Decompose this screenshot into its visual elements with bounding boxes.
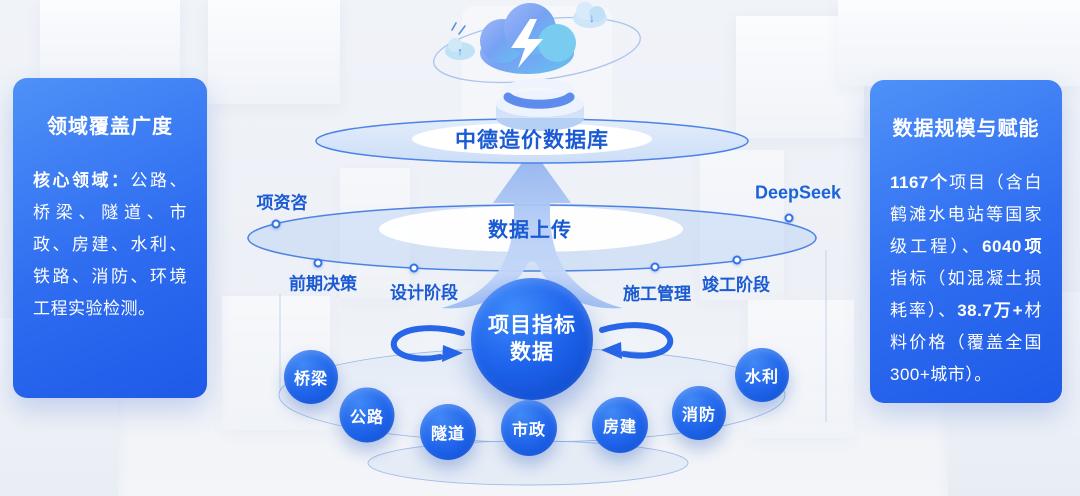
left-panel-title: 领域覆盖广度 xyxy=(47,116,173,138)
bg-block xyxy=(700,150,784,300)
upload-arrow-glyph: ↑ xyxy=(457,46,463,58)
cloud-ai-icon xyxy=(480,3,576,74)
right-panel-text: 指标（如混凝土损耗率）、 xyxy=(890,269,1042,320)
stat-projects: 1167个 xyxy=(890,173,950,192)
stage-label-completion: 竣工阶段 xyxy=(702,275,770,295)
left-panel-body-text: 公路、桥梁、隧道、市政、房建、水利、铁路、消防、环境工程实验检测。 xyxy=(33,171,187,318)
domain-bubble-tunnel: 隧道 xyxy=(420,404,476,460)
domain-bubble-bridge: 桥梁 xyxy=(284,350,338,404)
domain-bubble-building: 房建 xyxy=(592,397,648,453)
domain-bubble-municipal: 市政 xyxy=(501,400,557,456)
center-label-line1: 项目指标 xyxy=(488,314,576,337)
stage-node-dot xyxy=(732,255,742,265)
bg-line xyxy=(279,250,827,422)
stage-node-dot xyxy=(650,262,660,272)
stage-node-dot xyxy=(271,219,281,229)
right-panel-body: 1167个项目（含白鹤滩水电站等国家级工程）、6040项指标（如混凝土损耗率）、… xyxy=(890,167,1042,391)
download-cloud-icon: ↓ xyxy=(573,2,607,28)
bg-block xyxy=(40,0,180,88)
database-white-ellipse xyxy=(412,123,652,155)
download-arrow-glyph: ↓ xyxy=(589,11,595,25)
left-panel-body-label: 核心领域： xyxy=(33,171,131,190)
upload-label: 数据上传 xyxy=(488,219,572,242)
stage-node-dot xyxy=(409,263,419,273)
domain-bubble-water: 水利 xyxy=(735,348,789,402)
up-arrow-icon xyxy=(441,149,623,309)
right-panel-text: 项目（含白鹤滩水电站等国家级工程）、 xyxy=(890,173,1042,256)
right-panel: 数据规模与赋能 1167个项目（含白鹤滩水电站等国家级工程）、6040项指标（如… xyxy=(870,80,1062,403)
domain-bubble-highway: 公路 xyxy=(339,387,395,443)
stage-node-dot xyxy=(784,213,794,223)
left-panel-body: 核心领域：公路、桥梁、隧道、市政、房建、水利、铁路、消防、环境工程实验检测。 xyxy=(33,165,187,325)
right-panel-text: 材料价格（覆盖全国300+城市）。 xyxy=(890,301,1043,384)
left-panel: 领域覆盖广度 核心领域：公路、桥梁、隧道、市政、房建、水利、铁路、消防、环境工程… xyxy=(13,78,207,398)
upload-cloud-icon: ↑ xyxy=(445,22,475,60)
stat-indicators: 6040项 xyxy=(982,237,1042,256)
deepseek-label: DeepSeek xyxy=(754,182,842,203)
database-label: 中德造价数据库 xyxy=(455,129,609,152)
stat-prices: 38.7万+ xyxy=(957,301,1024,320)
stage-label-construction: 施工管理 xyxy=(623,284,691,304)
stage-label-early-decision: 前期决策 xyxy=(289,274,357,294)
stage-label-design: 设计阶段 xyxy=(390,283,458,303)
rotate-arrow-right-icon xyxy=(599,322,674,359)
database-icon xyxy=(496,78,584,131)
lightning-icon xyxy=(511,19,543,68)
center-label-line2: 数据 xyxy=(510,341,554,364)
right-panel-title: 数据规模与赋能 xyxy=(892,118,1040,140)
stage-label-consulting: 项资咨 xyxy=(256,193,308,213)
rotate-arrow-left-icon xyxy=(390,325,465,362)
center-data-circle: 项目指标 数据 xyxy=(471,278,593,400)
bg-block xyxy=(208,0,340,104)
bg-block xyxy=(838,0,1080,86)
domain-bubble-fire: 消防 xyxy=(672,386,726,440)
stage-node-dot xyxy=(313,258,323,268)
